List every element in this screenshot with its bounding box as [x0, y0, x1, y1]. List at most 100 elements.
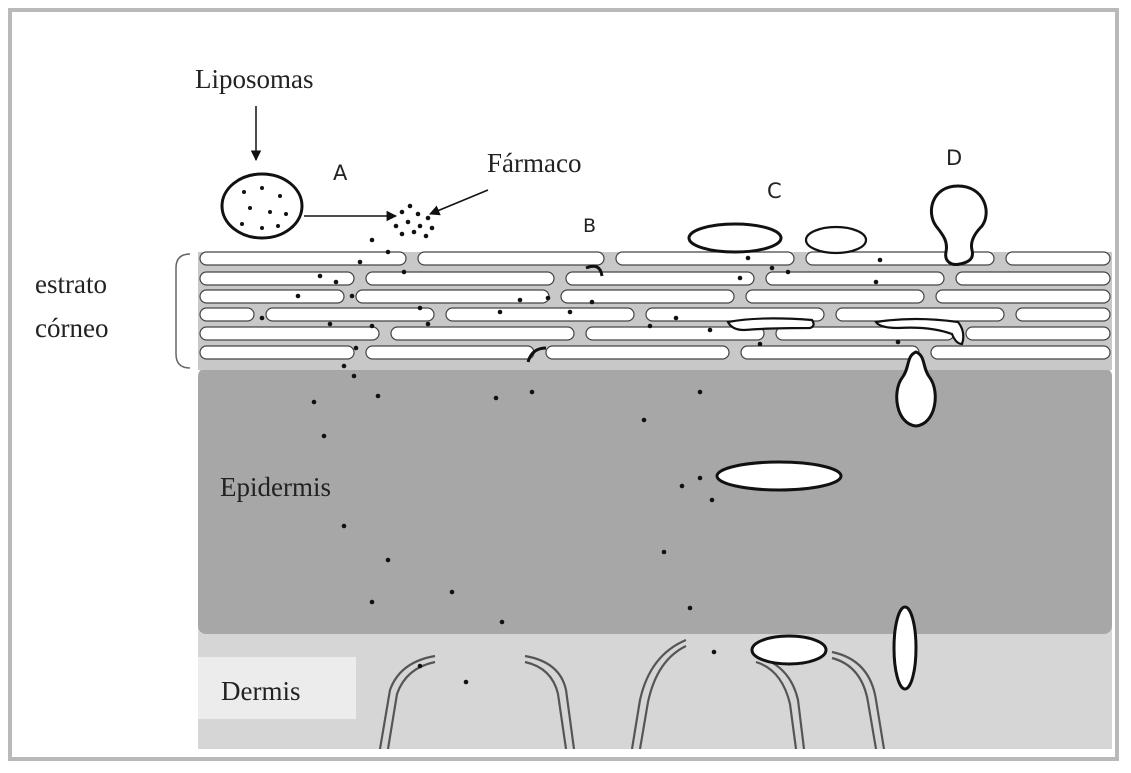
liposome-epidermis [717, 462, 841, 490]
dermis-label: Dermis [221, 676, 300, 706]
farmaco-arrow [430, 190, 488, 214]
drug-dot [758, 342, 763, 347]
drug-dot [322, 434, 327, 439]
drug-dot [688, 606, 693, 611]
drug-dot [770, 266, 775, 271]
corneocyte [741, 346, 919, 359]
route-a-label: A [333, 161, 348, 185]
drug-dot [358, 260, 363, 265]
corneocyte [418, 252, 604, 265]
drug-dot [268, 210, 272, 214]
drug-dot [240, 222, 244, 226]
drug-dot [296, 294, 301, 299]
corneocyte [266, 308, 434, 321]
drug-dot [680, 484, 685, 489]
drug-dot [424, 234, 429, 239]
drug-dot [450, 590, 455, 595]
corneocyte [966, 327, 1110, 340]
corneocyte [200, 252, 406, 265]
liposome-c-1 [689, 224, 781, 252]
drug-dot [318, 274, 323, 279]
drug-dot [402, 270, 407, 275]
drug-dot [426, 216, 431, 221]
drug-dot [568, 310, 573, 315]
stratum-corneum-bracket [176, 254, 190, 368]
corneocyte [391, 327, 574, 340]
drug-dot [260, 316, 265, 321]
drug-dot [342, 364, 347, 369]
drug-dot [386, 250, 391, 255]
drug-dot [464, 680, 469, 685]
route-b-label: B [583, 215, 596, 237]
estrato-corneo-label-line2: córneo [35, 313, 108, 343]
drug-dot [394, 224, 399, 229]
drug-dot [354, 346, 359, 351]
drug-dot [334, 280, 339, 285]
drug-dot [418, 664, 423, 669]
drug-dot [418, 306, 423, 311]
drug-dot [248, 206, 252, 210]
drug-dot [370, 600, 375, 605]
drug-dot [786, 270, 791, 275]
corneocyte [366, 272, 554, 285]
corneocyte [200, 272, 354, 285]
corneocyte [366, 346, 534, 359]
drug-dot [746, 256, 751, 261]
corneocyte [766, 272, 944, 285]
liposome-dermis [752, 636, 826, 664]
drug-dot [260, 226, 264, 230]
drug-dot [878, 258, 883, 263]
drug-dot [494, 396, 499, 401]
drug-dot [412, 230, 417, 235]
drug-dot [710, 498, 715, 503]
corneocyte [200, 290, 344, 303]
liposomas-label: Liposomas [195, 64, 314, 94]
drug-dot [674, 316, 679, 321]
drug-dot [430, 226, 435, 231]
corneocyte [546, 346, 729, 359]
drug-dot [260, 186, 264, 190]
drug-dot [406, 220, 411, 225]
corneocyte [616, 252, 794, 265]
farmaco-label: Fármaco [487, 148, 581, 178]
drug-dot [276, 224, 280, 228]
liposome-dermis-vertical [894, 607, 916, 689]
drug-dot [242, 190, 246, 194]
drug-dot [400, 232, 405, 237]
corneocyte [936, 290, 1110, 303]
drug-dot [370, 324, 375, 329]
drug-dot [426, 322, 431, 327]
drug-dot [352, 374, 357, 379]
drug-dot [376, 394, 381, 399]
lipid-deposit-c [728, 318, 814, 330]
drug-dot [648, 324, 653, 329]
epidermis-layer [198, 368, 1112, 634]
drug-dot [546, 296, 551, 301]
corneocyte [1006, 252, 1110, 265]
drug-dot [312, 400, 317, 405]
corneocyte [561, 290, 734, 303]
drug-dot [708, 328, 713, 333]
drug-dot [386, 558, 391, 563]
drug-dot [350, 294, 355, 299]
corneocyte [566, 272, 754, 285]
drug-dot [896, 340, 901, 345]
drug-dot [284, 212, 288, 216]
drug-dot [698, 476, 703, 481]
corneocyte [956, 272, 1110, 285]
drug-dot [418, 224, 423, 229]
drug-dot [400, 210, 405, 215]
corneocyte [200, 327, 379, 340]
corneocyte [200, 346, 354, 359]
corneocyte [1016, 308, 1110, 321]
drug-dot [342, 524, 347, 529]
drug-dot [642, 418, 647, 423]
epidermis-label: Epidermis [220, 472, 331, 502]
drug-dot [712, 650, 717, 655]
drug-dot [498, 310, 503, 315]
drug-dot [416, 212, 421, 217]
corneocyte [931, 346, 1110, 359]
drug-dot [874, 280, 879, 285]
drug-dot [370, 238, 375, 243]
